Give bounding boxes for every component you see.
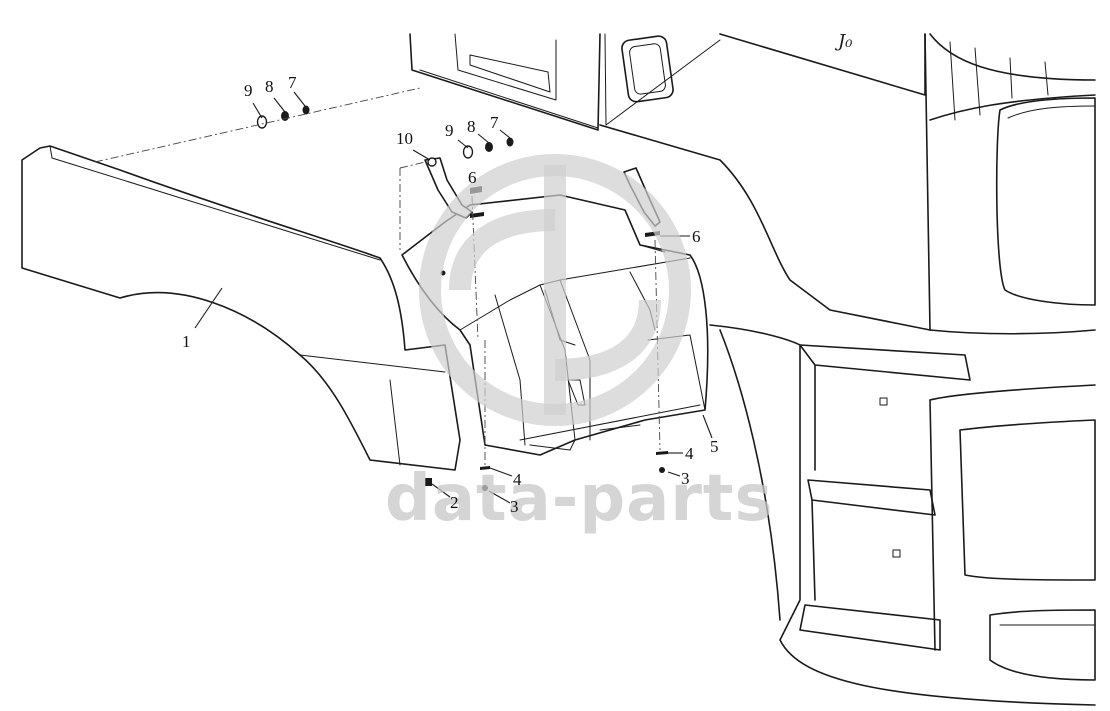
watermark-text: data-parts (385, 462, 774, 536)
callout-1: 1 (182, 332, 191, 351)
truck-cab-body (409, 33, 1096, 706)
callout-9-mid: 9 (445, 121, 454, 140)
callout-4-right: 4 (685, 444, 694, 463)
callout-7-mid: 7 (490, 113, 499, 132)
callout-5: 5 (710, 437, 719, 456)
callout-3-right: 3 (681, 469, 690, 488)
callout-10: 10 (396, 129, 413, 148)
cab-emblem-text: J₀ (834, 31, 852, 52)
watermark-logo (419, 154, 691, 426)
callout-labels: 1 9 8 7 10 9 8 7 6 6 5 4 3 4 3 2 (182, 73, 719, 516)
hardware-set-left-top (256, 105, 310, 129)
callout-8-left: 8 (265, 77, 274, 96)
part-1-fender (21, 145, 461, 471)
hardware-lower (425, 451, 668, 491)
callout-2: 2 (450, 493, 459, 512)
callout-9-left: 9 (244, 81, 253, 100)
callout-4-left: 4 (513, 470, 522, 489)
assembly-center-lines (94, 87, 661, 465)
callout-8-mid: 8 (467, 117, 476, 136)
callout-7-left: 7 (288, 73, 297, 92)
hardware-set-mid-top (462, 137, 514, 159)
callout-6-right: 6 (692, 227, 701, 246)
callout-3-left: 3 (510, 497, 519, 516)
callout-6-left: 6 (468, 168, 477, 187)
